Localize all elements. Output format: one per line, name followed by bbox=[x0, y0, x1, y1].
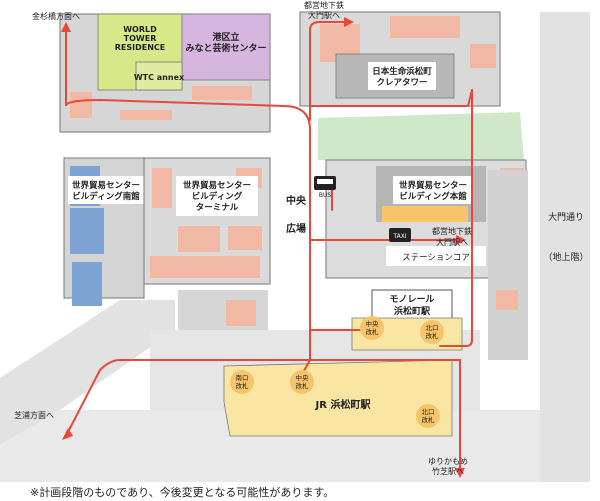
wtc-main-label-box bbox=[393, 176, 473, 204]
terminal-pink-3 bbox=[178, 226, 220, 252]
world-tower-label: WORLD bbox=[123, 25, 157, 34]
terminal-pink-4 bbox=[150, 256, 260, 278]
jr-station-label: JR 浜松町駅 bbox=[315, 398, 372, 411]
lower-pink-2 bbox=[496, 290, 518, 310]
gate-monorail-north[interactable]: 北口 改札 bbox=[420, 320, 444, 344]
gate-label: 改札 bbox=[236, 381, 250, 390]
nissay-pink-2 bbox=[390, 16, 460, 38]
lower-block-2 bbox=[488, 170, 528, 360]
terminal-pink-1 bbox=[152, 168, 172, 208]
direction-kanasugi: 金杉橋方面へ bbox=[32, 11, 80, 21]
nissay-tower-label: クレアタワー bbox=[376, 77, 427, 88]
nissay-tower-label: 日本生命浜松町 bbox=[372, 66, 432, 77]
park-area bbox=[318, 112, 524, 160]
gate-label: 中央 bbox=[366, 319, 380, 328]
wtc-annex-label: WTC annex bbox=[134, 73, 185, 82]
gate-monorail-central[interactable]: 中央 改札 bbox=[360, 316, 384, 340]
route-main bbox=[65, 27, 311, 361]
monorail-station-label: モノレール bbox=[389, 294, 434, 305]
bus-label: BUS bbox=[319, 192, 332, 199]
route-arrows bbox=[61, 17, 466, 478]
gate-label: 中央 bbox=[296, 373, 310, 382]
gate-jr-north[interactable]: 北口 改札 bbox=[416, 404, 440, 428]
pink-block-left bbox=[70, 92, 92, 118]
monorail-station-box bbox=[371, 289, 453, 321]
station-core-label: ステーションコア bbox=[402, 253, 470, 263]
gate-label: 改札 bbox=[422, 415, 436, 424]
minato-arts-label: みなと芸術センター bbox=[185, 42, 266, 54]
direction-toei-top: 都営地下鉄 bbox=[304, 0, 344, 10]
gate-label: 南口 bbox=[236, 373, 249, 382]
bus-icon: BUS bbox=[314, 176, 336, 199]
arrow-shibaura bbox=[62, 428, 73, 440]
wtc-south-label: 世界貿易センター bbox=[72, 180, 140, 191]
arrow-kanasugi bbox=[61, 22, 71, 32]
world-tower-label: RESIDENCE bbox=[115, 43, 166, 52]
direction-labels: 金杉橋方面へ 都営地下鉄 大門駅へ 都営地下鉄 大門駅へ 芝浦方面へ ゆりかもめ… bbox=[14, 0, 472, 476]
daimon-dori-label: 大門通り bbox=[548, 211, 584, 223]
minato-arts-label: 港区立 bbox=[212, 31, 239, 43]
wtc-annex-building bbox=[135, 61, 183, 91]
wtc-main-orange bbox=[382, 206, 468, 222]
monorail-station-label: 浜松町駅 bbox=[394, 305, 431, 317]
route-right-side bbox=[439, 89, 473, 347]
central-plaza-label: 広場 bbox=[286, 222, 306, 235]
footnote: ※計画段階のものであり、今後変更となる可能性があります。 bbox=[30, 486, 335, 499]
wtc-main-label: 世界貿易センター bbox=[399, 180, 467, 191]
daimon-dori-label: （地上階） bbox=[543, 251, 588, 263]
wtc-main-label: ビルディング本館 bbox=[399, 191, 467, 202]
gate-jr-central[interactable]: 中央 改札 bbox=[290, 370, 314, 394]
gate-markers: 中央 改札 北口 改札 南口 改札 中央 改札 北口 改札 bbox=[230, 316, 444, 428]
wtc-terminal-label: 世界貿易センター bbox=[183, 180, 251, 191]
direction-shibaura: 芝浦方面へ bbox=[14, 410, 54, 420]
daimon-dori-road bbox=[540, 12, 590, 482]
arrow-toei-mid bbox=[456, 235, 466, 245]
gate-jr-south[interactable]: 南口 改札 bbox=[230, 370, 254, 394]
wtc-south-label-box bbox=[68, 176, 144, 204]
pink-strip-top-left bbox=[192, 86, 252, 100]
route-east-park bbox=[309, 89, 473, 107]
arrow-yurikamome bbox=[455, 468, 465, 478]
gate-label: 改札 bbox=[366, 327, 380, 336]
wtc-south-blue-2 bbox=[70, 208, 104, 254]
wtc-south-blue-3 bbox=[72, 262, 102, 306]
gate-label: 改札 bbox=[426, 331, 440, 340]
taxi-label: TAXI bbox=[392, 233, 406, 240]
lower-pink-1 bbox=[226, 300, 256, 326]
direction-yurikamome: 竹芝駅へ bbox=[432, 466, 464, 476]
direction-yurikamome: ゆりかもめ bbox=[428, 457, 468, 466]
minato-arts-center-building bbox=[181, 13, 271, 81]
gate-label: 北口 bbox=[422, 408, 435, 416]
gate-label: 改札 bbox=[296, 381, 310, 390]
building-labels: WORLD TOWER RESIDENCE 港区立 みなと芸術センター WTC … bbox=[72, 25, 589, 411]
direction-toei-mid: 都営地下鉄 bbox=[432, 226, 472, 236]
direction-toei-top: 大門駅へ bbox=[308, 10, 340, 20]
station-core-box bbox=[386, 246, 486, 266]
route-north-east bbox=[309, 21, 347, 121]
world-tower-label: TOWER bbox=[124, 34, 157, 43]
wtc-terminal-label-box bbox=[176, 176, 258, 216]
nissay-tower-label-box bbox=[368, 62, 436, 90]
pink-strip-top-left-2 bbox=[120, 110, 172, 120]
central-plaza-label: 中央 bbox=[286, 194, 307, 207]
nissay-pink-3 bbox=[470, 44, 496, 68]
taxi-icon: TAXI bbox=[389, 228, 411, 242]
wtc-terminal-label: ビルディング bbox=[192, 191, 243, 202]
gate-label: 北口 bbox=[426, 324, 439, 332]
jr-concourse bbox=[223, 359, 453, 437]
arrow-toei-top bbox=[344, 17, 354, 27]
terminal-pink-5 bbox=[228, 226, 262, 250]
wtc-terminal-label: ターミナル bbox=[196, 202, 239, 213]
lower-left-road bbox=[0, 300, 175, 445]
route-jr-main bbox=[65, 359, 461, 471]
direction-toei-mid: 大門駅へ bbox=[436, 237, 468, 247]
wtc-south-label: ビルディング南館 bbox=[72, 191, 140, 202]
